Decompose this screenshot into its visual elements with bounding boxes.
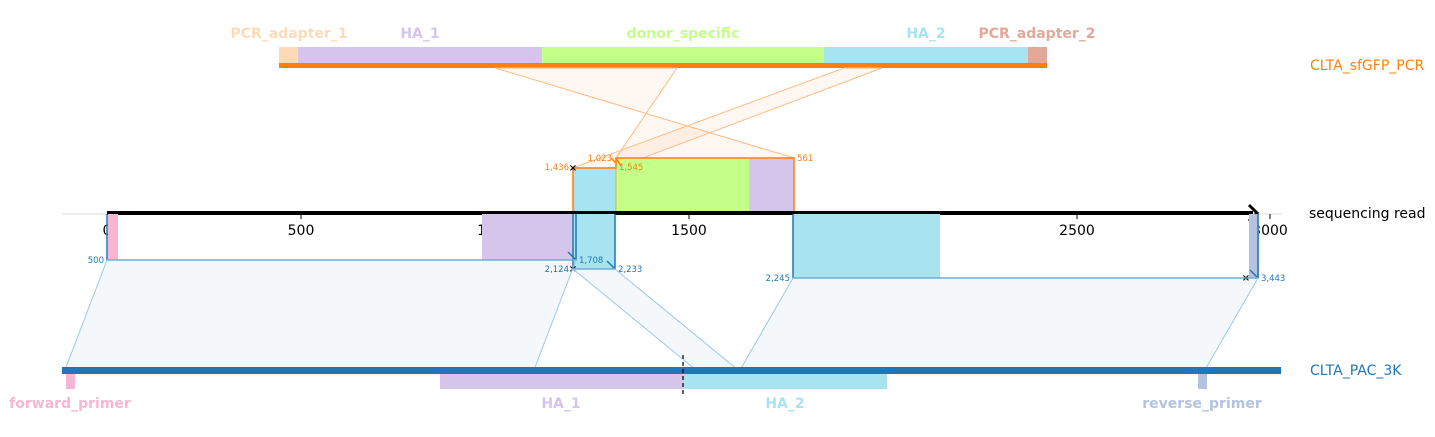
feature-pcr-adapter-2-bar	[1028, 47, 1047, 64]
feature-reverse-primer-bar	[1198, 374, 1207, 389]
read-reverse-primer-block	[1249, 214, 1259, 278]
label-pcr-adapter-2: PCR_adapter_2	[978, 26, 1095, 42]
coord-top-ref-end: 561	[797, 154, 813, 164]
read-ha2-block-top	[573, 168, 616, 213]
bottom-link-3	[739, 277, 1259, 371]
coord-top-read-start: 1,436	[545, 163, 569, 173]
coord-bottom-2-read-start: 2,124	[545, 265, 569, 275]
feature-pcr-adapter-1-bar	[279, 47, 298, 64]
read-donor-block	[616, 158, 749, 213]
axis-tick-label-500: 500	[288, 223, 315, 239]
feature-ha1-top-bar	[298, 47, 542, 64]
coord-bottom-1-ref-start: 500	[88, 256, 104, 266]
top-start-marker: ×	[569, 163, 577, 174]
coord-top-ref-start: 1,023	[588, 154, 612, 164]
coord-bottom-2-read-end: 2,233	[618, 265, 642, 275]
read-ha1-block-bottom	[482, 214, 576, 260]
bottom-alignment-links	[64, 259, 1259, 371]
bottom-link-2	[571, 268, 740, 371]
bottom-link-1	[64, 259, 577, 371]
label-donor-specific: donor_specific	[627, 26, 740, 42]
top-reference-line	[279, 63, 1047, 68]
coord-bottom-1-ref-end: 1,708	[579, 256, 603, 266]
label-ha2-top: HA_2	[906, 26, 945, 42]
axis-tick-label-3000: 3000	[1252, 223, 1288, 239]
feature-ha2-bottom-bar	[684, 374, 887, 389]
top-hook-marker	[610, 157, 622, 167]
coord-bottom-3-read-end: 3,443	[1261, 274, 1285, 284]
feature-donor-specific-bar	[542, 47, 824, 64]
feature-forward-primer-bar	[66, 374, 75, 389]
label-reverse-primer: reverse_primer	[1142, 396, 1262, 412]
read-ha1-block-top	[749, 158, 794, 213]
label-ha2-bottom: HA_2	[765, 396, 804, 412]
top-track-name: CLTA_sfGFP_PCR	[1310, 58, 1424, 74]
feature-ha2-top-bar	[824, 47, 1028, 64]
read-track-name: sequencing read	[1309, 206, 1425, 222]
read-ha2-block-bottom-1	[574, 214, 615, 269]
coord-bottom-3-read-start: 2,245	[766, 274, 790, 284]
feature-ha1-bottom-bar	[440, 374, 684, 389]
bottom-reference-track: forward_primer HA_1 HA_2 reverse_primer …	[9, 355, 1402, 412]
bottom-hook-marker-1	[567, 251, 577, 261]
bottom-hook-marker-2	[606, 260, 616, 270]
top-reference-track: PCR_adapter_1 HA_1 donor_specific HA_2 P…	[230, 26, 1424, 74]
axis-tick-label-2500: 2500	[1059, 223, 1095, 239]
read-features-top: 1,436 1,023 1,545 561 ×	[545, 154, 813, 213]
top-alignment-links	[494, 67, 883, 169]
read-features-bottom: × × 500 1,708 2,124 2,233 2,245 3,443	[88, 214, 1285, 284]
label-pcr-adapter-1: PCR_adapter_1	[230, 26, 347, 42]
bottom-reference-line	[62, 367, 1281, 374]
bottom-track-name: CLTA_PAC_3K	[1310, 363, 1402, 379]
axis-tick-label-1500: 1500	[671, 223, 707, 239]
label-ha1-top: HA_1	[400, 26, 439, 42]
label-forward-primer: forward_primer	[9, 396, 131, 412]
coord-top-read-end: 1,545	[619, 163, 643, 173]
read-forward-primer-block	[108, 214, 118, 260]
bottom-hook-marker-3	[1249, 269, 1259, 279]
label-ha1-bottom: HA_1	[541, 396, 580, 412]
read-ha2-block-bottom-2	[793, 214, 940, 278]
